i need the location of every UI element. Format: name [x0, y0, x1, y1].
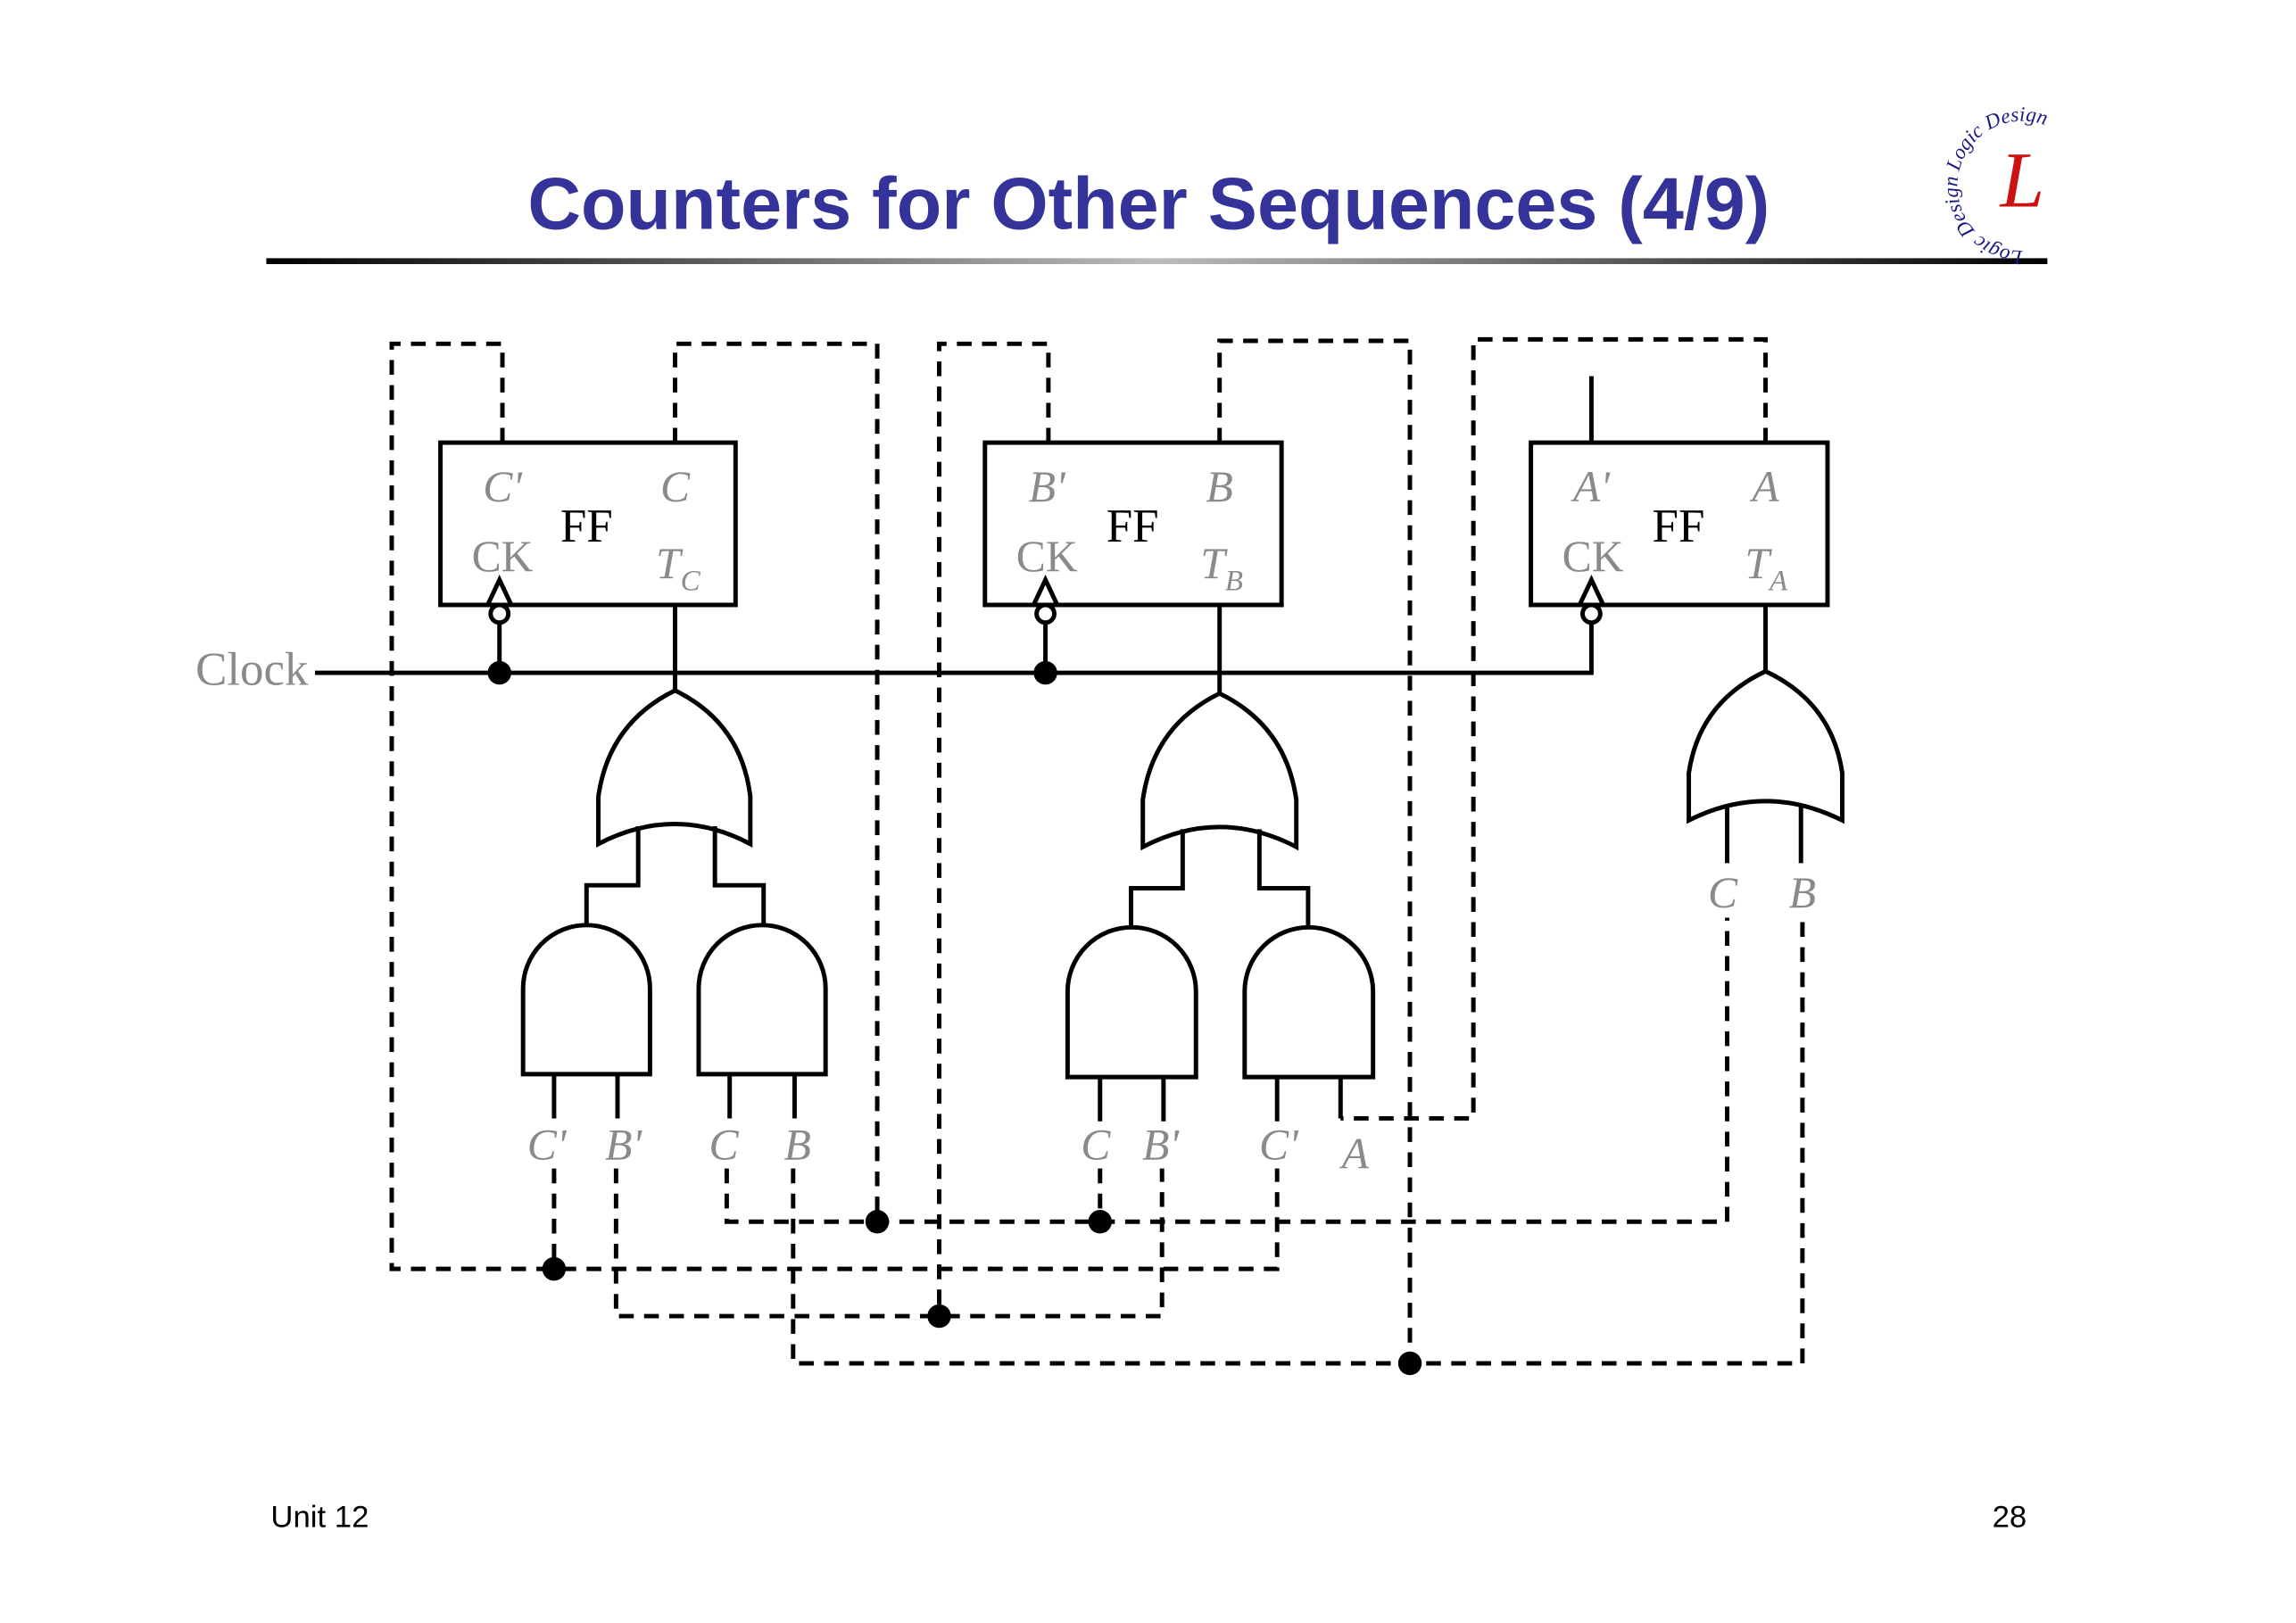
svg-text:C: C — [1081, 1121, 1111, 1170]
svg-text:CK: CK — [472, 532, 534, 581]
title-rule — [266, 258, 2048, 265]
svg-text:C: C — [1708, 868, 1738, 917]
svg-text:CK: CK — [1562, 532, 1624, 581]
svg-text:CK: CK — [1016, 532, 1078, 581]
tb-logic — [1065, 604, 1376, 1122]
flip-flop-c: C' C FF CK TC — [438, 440, 738, 608]
svg-text:FF: FF — [1107, 501, 1159, 552]
svg-text:B': B' — [605, 1121, 642, 1170]
ta-logic — [1687, 604, 1845, 864]
flip-flop-a: A' A FF CK TA — [1529, 440, 1830, 608]
svg-text:C': C' — [527, 1121, 568, 1170]
svg-text:B: B — [1206, 462, 1233, 511]
clock-wiring — [315, 376, 1605, 685]
tc-logic — [520, 604, 828, 1119]
logo: Logic Design Logic Design L — [1939, 104, 2050, 269]
svg-text:B': B' — [1029, 462, 1066, 511]
slide-title: Counters for Other Sequences (4/9) — [527, 161, 1770, 244]
svg-text:A: A — [1339, 1130, 1370, 1179]
svg-text:C': C' — [1259, 1121, 1299, 1170]
svg-text:FF: FF — [560, 501, 613, 552]
svg-text:A: A — [1749, 462, 1779, 511]
svg-text:B: B — [1789, 868, 1816, 917]
svg-text:L: L — [1998, 137, 2044, 225]
clock-label: Clock — [195, 643, 309, 695]
svg-text:C: C — [709, 1121, 740, 1170]
footer-unit: Unit 12 — [270, 1501, 369, 1535]
flip-flop-b: B' B FF CK TB — [982, 440, 1284, 608]
svg-text:B': B' — [1142, 1121, 1180, 1170]
svg-text:TC: TC — [656, 539, 701, 597]
svg-text:FF: FF — [1653, 501, 1705, 552]
gate-input-labels: C' B' C B C B' C' A C B — [527, 868, 1816, 1179]
svg-text:C: C — [660, 462, 691, 511]
svg-text:C': C' — [483, 462, 523, 511]
svg-text:B: B — [784, 1121, 811, 1170]
svg-text:TB: TB — [1200, 539, 1243, 597]
svg-text:TA: TA — [1745, 539, 1788, 597]
svg-text:A': A' — [1571, 462, 1611, 511]
page-number: 28 — [1993, 1501, 2027, 1535]
feedback-wiring — [389, 336, 1805, 1376]
